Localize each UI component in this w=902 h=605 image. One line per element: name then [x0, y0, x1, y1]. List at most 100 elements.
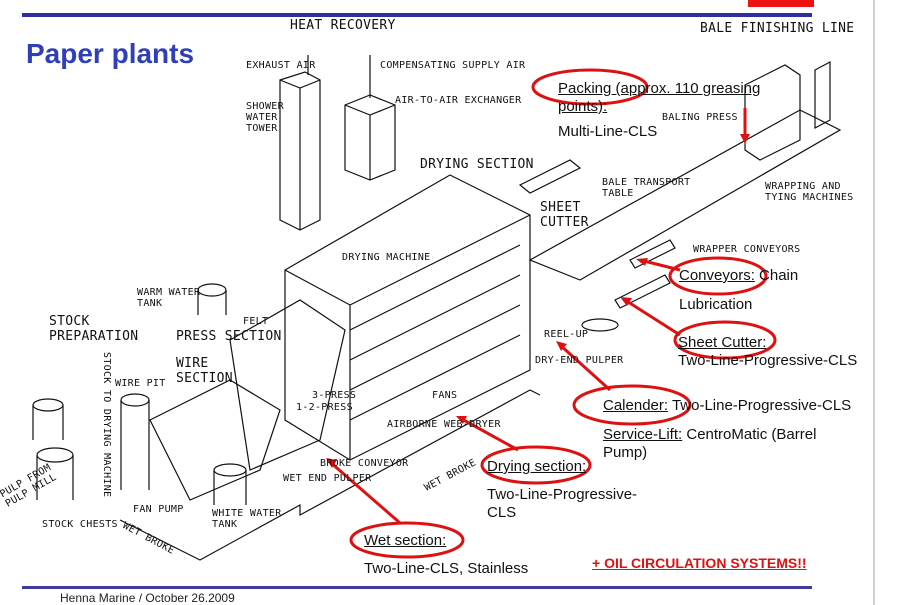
label-line: WIRE [176, 356, 209, 371]
label-airborne-web-dryer: AIRBORNE WEB-DRYER [387, 419, 501, 430]
callout-circle-sheet-cutter [673, 320, 777, 360]
label-felt: FELT [243, 316, 269, 327]
slide-footer: Henna Marine / October 26.2009 [60, 591, 235, 605]
callout-wet-section: Wet section: Two-Line-CLS, Stainless [364, 532, 528, 578]
wire-section [149, 379, 281, 501]
air-to-air-exchanger [344, 94, 396, 181]
arrow-drying [459, 416, 519, 452]
label-line: TANK [212, 519, 238, 530]
callout-packing-detail: Multi-Line-CLS [558, 123, 658, 140]
label-shower-water-tower: SHOWER WATER TOWER [246, 101, 284, 134]
label-sheet-cutter: SHEET CUTTER [540, 200, 589, 230]
callout-packing: Packing (approx. 110 greasing points): M… [558, 80, 760, 141]
label-wire-pit: WIRE PIT [115, 378, 166, 389]
label-line: WATER [246, 112, 278, 123]
arrow-wet [329, 460, 401, 525]
header-rule [22, 13, 812, 17]
label-line: PREPARATION [49, 329, 139, 344]
bale-finishing-line [528, 109, 842, 281]
stock-chest-2 [36, 447, 74, 463]
callout-calender-heading: Calender: [603, 397, 669, 414]
label-drying-machine: DRYING MACHINE [342, 252, 431, 263]
label-line: TYING MACHINES [765, 192, 854, 203]
label-dry-end-pulper: DRY-END PULPER [535, 355, 624, 366]
label-fans: FANS [432, 390, 458, 401]
label-wet-end-pulper: WET END PULPER [283, 473, 372, 484]
label-line: SHEET [540, 200, 581, 215]
label-line: TOWER [246, 123, 278, 134]
warm-water-tank [197, 283, 227, 297]
label-line: CUTTER [540, 215, 589, 230]
callout-drying-detail-2: CLS [487, 504, 517, 521]
label-wrapping-and-tying: WRAPPING AND TYING MACHINES [765, 181, 854, 203]
callout-service-lift-detail: CentroMatic (Barrel [682, 426, 817, 443]
label-broke-conveyor: BROKE CONVEYOR [320, 458, 409, 469]
label-stock-preparation: STOCK PREPARATION [49, 314, 138, 344]
label-wire-section: WIRE SECTION [176, 356, 233, 386]
callout-drying-detail: Two-Line-Progressive- [487, 486, 638, 503]
callout-conveyors: Conveyors: Chain Lubrication [679, 267, 798, 314]
label-heat-recovery: HEAT RECOVERY [290, 18, 396, 33]
label-line: SHOWER [246, 101, 284, 112]
callout-wet-detail: Two-Line-CLS, Stainless [364, 560, 529, 577]
callout-circle-calender [572, 384, 692, 426]
label-bale-transport-table: BALE TRANSPORT TABLE [602, 177, 691, 199]
label-bale-finishing-line: BALE FINISHING LINE [700, 21, 855, 36]
callout-conveyors-detail: Chain [754, 267, 799, 284]
callout-sheet-cutter: Sheet Cutter: Two-Line-Progressive-CLS [678, 334, 857, 370]
label-line: WHITE WATER [212, 508, 282, 519]
label-white-water-tank: WHITE WATER TANK [212, 508, 282, 530]
callout-sheet-cutter-heading: Sheet Cutter: [678, 334, 767, 351]
callout-calender-detail: Two-Line-Progressive-CLS [668, 397, 852, 414]
label-stock-chests: STOCK CHESTS [42, 519, 118, 530]
slide-edge [873, 0, 875, 605]
callout-circle-conveyors [668, 256, 768, 296]
arrow-calender [558, 343, 612, 392]
label-warm-water-tank: WARM WATER TANK [137, 287, 200, 309]
label-baling-press: BALING PRESS [662, 112, 738, 123]
callout-wet-heading: Wet section: [364, 532, 447, 549]
label-line: TANK [137, 298, 163, 309]
label-line: WRAPPING AND [765, 181, 841, 192]
callout-service-lift: Service-Lift: CentroMatic (Barrel Pump) [603, 426, 816, 462]
wire-pit [120, 393, 150, 407]
callout-calender: Calender: Two-Line-Progressive-CLS [603, 397, 851, 415]
label-3-press: 3-PRESS [312, 390, 357, 401]
label-1-2-press: 1-2-PRESS [296, 402, 353, 413]
label-line: BALE TRANSPORT [602, 177, 691, 188]
callout-conveyors-detail-2: Lubrication [679, 296, 753, 313]
callout-conveyors-heading: Conveyors: [679, 267, 755, 284]
label-fan-pump: FAN PUMP [133, 504, 184, 515]
brand-red-bar [748, 0, 814, 7]
white-water-tank [213, 463, 247, 477]
callout-circle-packing [531, 68, 649, 106]
label-line: WARM WATER [137, 287, 201, 298]
label-line: SECTION [176, 371, 233, 386]
oil-circulation-note: + OIL CIRCULATION SYSTEMS!! [592, 555, 807, 571]
label-line: TABLE [602, 188, 634, 199]
footer-rule [22, 586, 812, 589]
callout-drying-section: Drying section: Two-Line-Progressive- CL… [487, 458, 637, 522]
callout-packing-heading: Packing (approx. 110 greasing [558, 80, 761, 97]
label-stock-to-drying-machine: STOCK TO DRYING MACHINE [101, 352, 112, 498]
label-line: STOCK [49, 314, 90, 329]
label-drying-section: DRYING SECTION [420, 157, 534, 172]
callout-circle-drying [480, 445, 592, 485]
stock-chest-1 [32, 398, 64, 412]
callout-circle-wet [349, 521, 465, 559]
label-exhaust-air: EXHAUST AIR [246, 60, 316, 71]
label-press-section: PRESS SECTION [176, 329, 282, 344]
arrow-conveyors [639, 258, 681, 272]
label-air-to-air-exchanger: AIR-TO-AIR EXCHANGER [395, 95, 522, 106]
slide-title: Paper plants [26, 38, 195, 69]
callout-drying-heading: Drying section: [487, 458, 587, 475]
callout-service-lift-detail-2: Pump) [603, 444, 648, 461]
press-section [229, 299, 346, 471]
callout-packing-heading-2: points): [558, 98, 608, 115]
arrow-sheet-cutter [624, 298, 681, 337]
drying-machine [284, 174, 531, 461]
callout-sheet-cutter-detail: Two-Line-Progressive-CLS [678, 352, 858, 369]
label-wrapper-conveyors: WRAPPER CONVEYORS [693, 244, 801, 255]
label-reel-up: REEL-UP [544, 329, 589, 340]
